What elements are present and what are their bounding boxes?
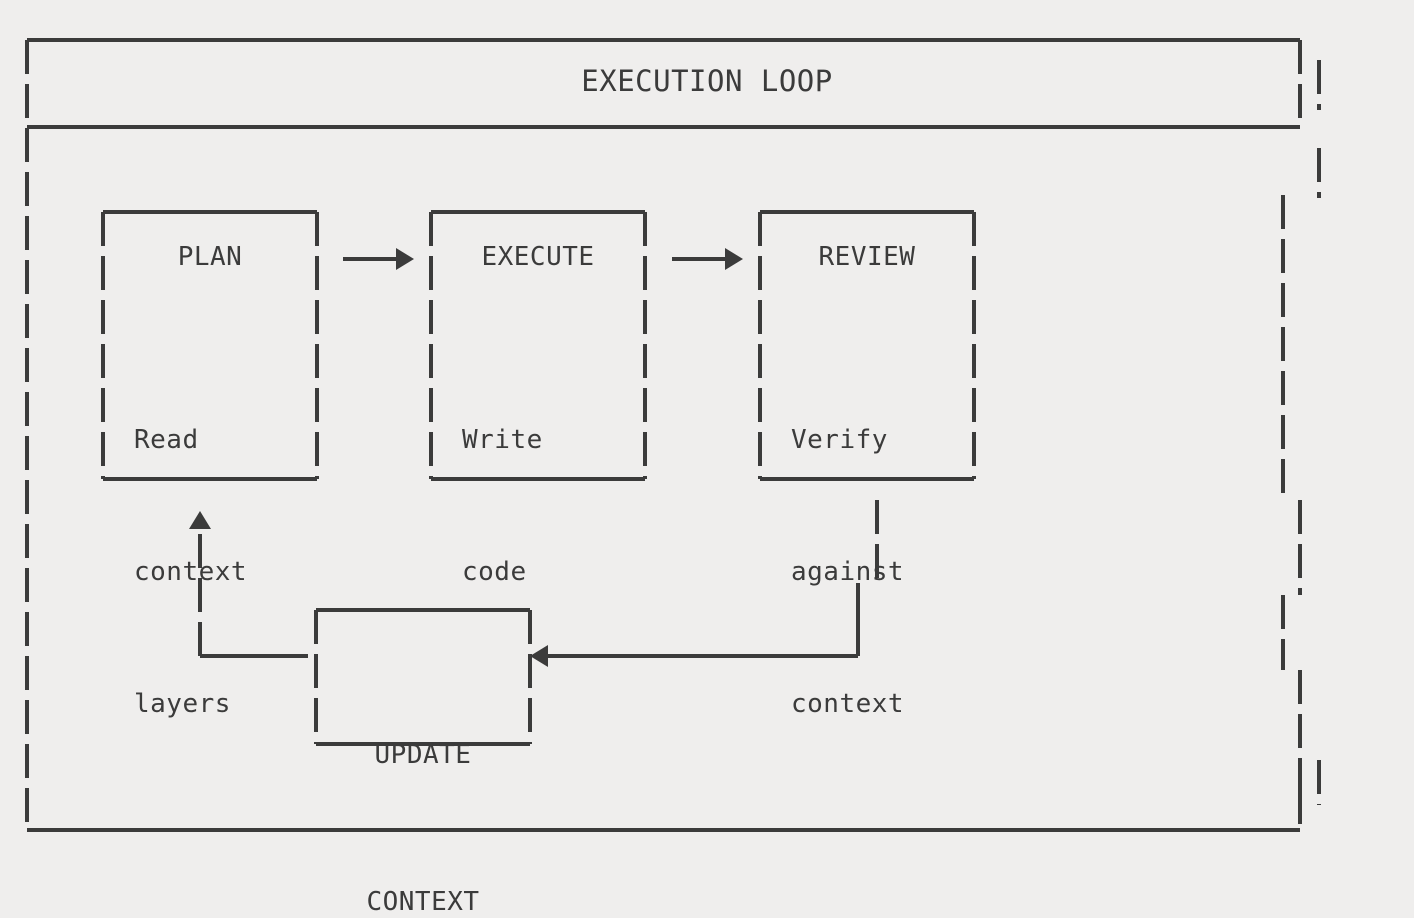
node-plan-body-line-3: layers bbox=[134, 689, 231, 719]
node-execute-body: Write code bbox=[462, 330, 652, 682]
node-plan-border bbox=[101, 210, 319, 481]
execution-loop-title: EXECUTION LOOP bbox=[581, 64, 833, 98]
node-review-title: REVIEW bbox=[818, 242, 916, 272]
node-review-body-line-3: context bbox=[791, 689, 905, 719]
node-plan-body: Read context layers bbox=[134, 330, 324, 814]
edge-update-to-plan bbox=[198, 529, 308, 658]
node-execute-title: EXECUTE bbox=[481, 242, 595, 272]
edge-review-to-update bbox=[548, 500, 879, 658]
node-update-context-border bbox=[314, 608, 532, 746]
node-review-body-line-2: against bbox=[791, 557, 905, 587]
node-review-body: Verify against context bbox=[791, 330, 981, 814]
node-update-context-line-1: UPDATE bbox=[374, 740, 472, 770]
node-update-context-body: UPDATE CONTEXT bbox=[316, 633, 530, 918]
arrowhead-update-to-plan bbox=[189, 511, 211, 529]
node-execute-border bbox=[429, 210, 647, 481]
arrowhead-plan-to-execute bbox=[396, 248, 414, 270]
node-review-border bbox=[758, 210, 976, 481]
outer-frame-right bbox=[1281, 40, 1321, 830]
arrowhead-review-to-update bbox=[530, 645, 548, 667]
node-plan-title: PLAN bbox=[177, 242, 243, 272]
node-review-body-line-1: Verify bbox=[791, 425, 888, 455]
node-execute-body-line-2: code bbox=[462, 557, 527, 587]
node-plan-body-line-2: context bbox=[134, 557, 248, 587]
node-plan-body-line-1: Read bbox=[134, 425, 199, 455]
arrowhead-execute-to-review bbox=[725, 248, 743, 270]
node-update-context-line-2: CONTEXT bbox=[366, 887, 480, 917]
node-execute-body-line-1: Write bbox=[462, 425, 543, 455]
